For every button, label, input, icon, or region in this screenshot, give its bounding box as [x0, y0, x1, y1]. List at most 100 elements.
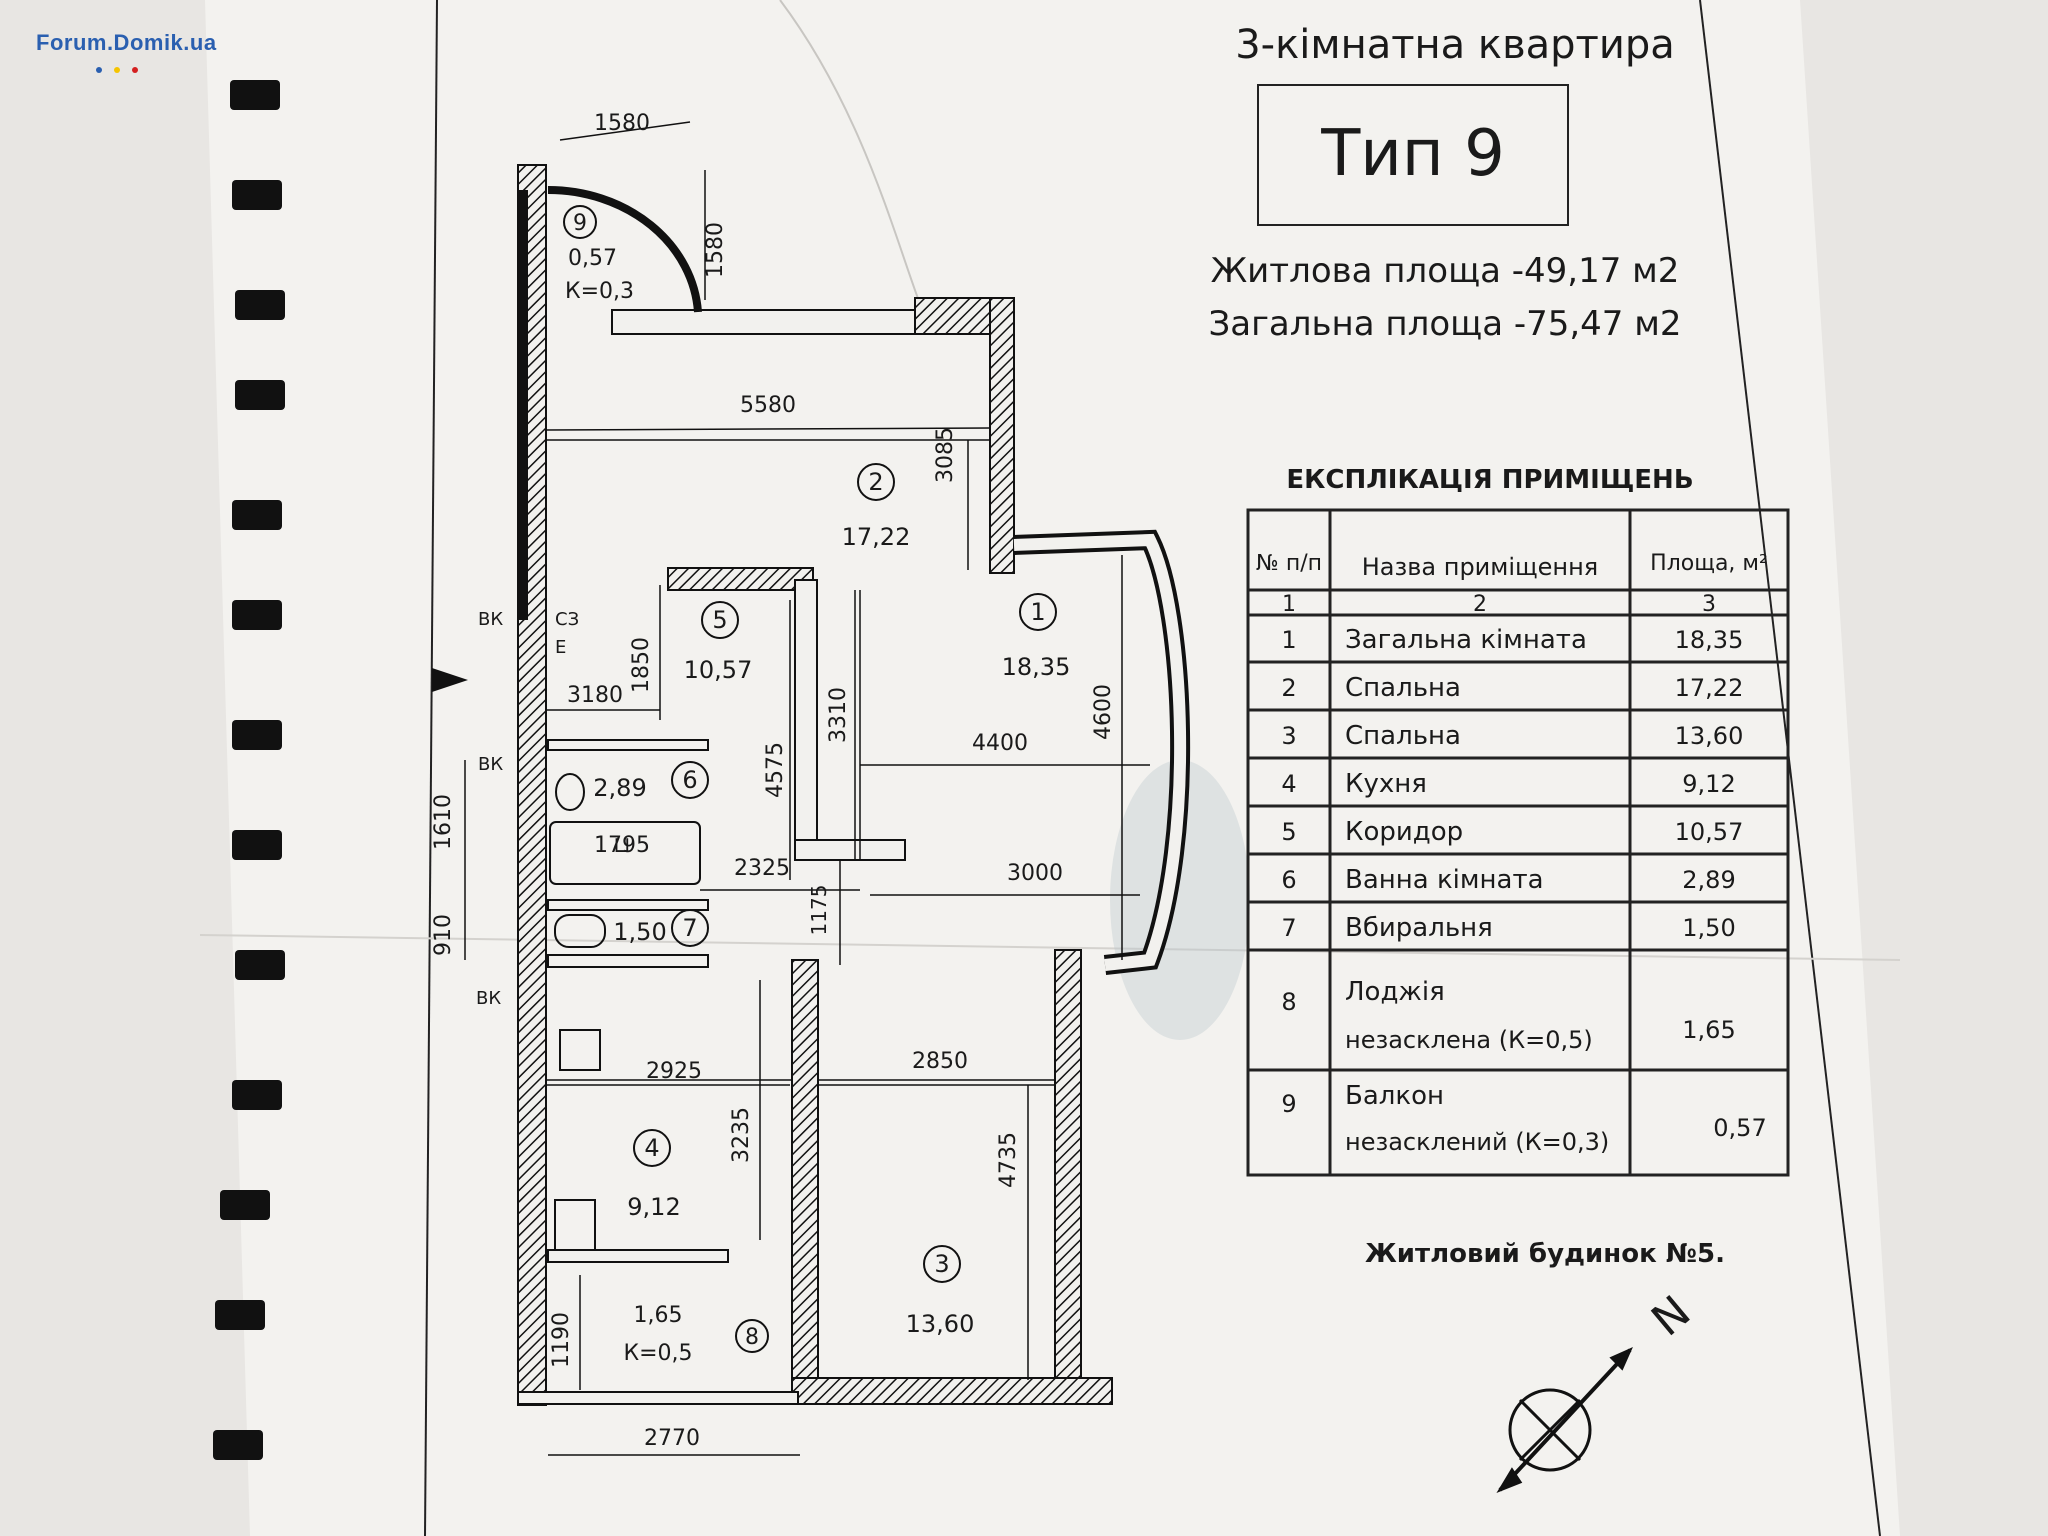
table-row: 8 Лоджія незасклена (К=0,5) 1,65: [1281, 977, 1735, 1054]
row-area: 13,60: [1675, 722, 1744, 750]
room-area: 13,60: [906, 1310, 975, 1338]
row-name: Балкон: [1345, 1081, 1444, 1111]
index-cell: 1: [1282, 592, 1296, 617]
dim-label: 5580: [740, 393, 796, 418]
row-name: Лоджія: [1345, 977, 1445, 1007]
row-name-line2: незасклений (К=0,3): [1345, 1128, 1609, 1156]
col-header-name: Назва приміщення: [1362, 553, 1598, 581]
watermark-logo: Forum.Domik.ua: [36, 30, 217, 55]
type-box: [1257, 84, 1569, 226]
table-row: 2 Спальна 17,22: [1281, 673, 1743, 703]
table-row: 9 Балкон незасклений (К=0,3) 0,57: [1281, 1081, 1766, 1156]
room-3: 3 13,60: [906, 1245, 975, 1338]
plan-tags: ВК СЗ Е ВК ВК: [476, 609, 579, 1009]
dim-label: 910: [431, 914, 456, 956]
room-4: 4 9,12: [627, 1129, 681, 1221]
room-number: 8: [745, 1325, 759, 1350]
room-6: 6 2,89: [593, 761, 709, 802]
room-number: 2: [868, 468, 883, 496]
row-name: Кухня: [1345, 769, 1427, 799]
index-cell: 3: [1702, 592, 1716, 617]
room-1: 1 18,35: [1002, 593, 1071, 681]
bathtub-icon: ⊔: [613, 833, 630, 858]
living-area: Житлова площа -49,17 м2: [1211, 251, 1680, 291]
watermark-dots: [96, 58, 156, 73]
table-row: 1 Загальна кімната 18,35: [1281, 625, 1743, 655]
dim-label: 2850: [912, 1049, 968, 1074]
table-row: 3 Спальна 13,60: [1281, 721, 1743, 751]
dimension-lines: [464, 121, 1150, 1456]
row-area: 1,50: [1682, 914, 1735, 942]
tag-label: Е: [555, 637, 566, 658]
room-number: 5: [712, 606, 727, 634]
dim-label: 1850: [629, 637, 654, 693]
room-9: 9 0,57 К=0,3: [563, 205, 634, 304]
dim-label: 3000: [1007, 861, 1063, 886]
dim-label: 4735: [996, 1132, 1021, 1188]
row-name: Спальна: [1345, 673, 1461, 703]
tag-label: ВК: [478, 609, 503, 630]
room-area: 1,50: [613, 918, 666, 946]
binding-spiral: [213, 80, 285, 1460]
row-name: Вбиральня: [1345, 913, 1493, 943]
tag-label: СЗ: [555, 609, 579, 630]
room-number: 9: [573, 211, 587, 236]
compass-icon: [1496, 1347, 1633, 1494]
row-name: Ванна кімната: [1345, 865, 1544, 895]
room-2: 2 17,22: [842, 463, 911, 551]
tag-label: ВК: [478, 754, 503, 775]
explication-table: [1246, 508, 1790, 1177]
dim-label: 2325: [734, 856, 790, 881]
col-header-num: № п/п: [1256, 551, 1322, 576]
dim-label: 2925: [646, 1059, 702, 1084]
row-name: Загальна кімната: [1345, 625, 1587, 655]
dimension-labels: 1580 1580 5580 3085 1850 3180 3310 4575 …: [431, 111, 1116, 1451]
room-5: 5 10,57: [684, 601, 753, 684]
room-number: 3: [934, 1250, 949, 1278]
table-row: 5 Коридор 10,57: [1281, 817, 1743, 847]
dim-label: 4600: [1091, 684, 1116, 740]
tag-label: ВК: [476, 988, 501, 1009]
row-num: 9: [1281, 1090, 1296, 1118]
dim-label: 4575: [763, 742, 788, 798]
dim-label: 1175: [807, 885, 831, 936]
dim-label: 2770: [644, 1426, 700, 1451]
dim-label: 1580: [703, 222, 728, 278]
dim-label: 3310: [826, 687, 851, 743]
room-area: 9,12: [627, 1193, 680, 1221]
row-num: 6: [1281, 866, 1296, 894]
plan-walls: [517, 164, 1191, 1406]
row-area: 18,35: [1675, 626, 1744, 654]
room-number: 6: [682, 766, 697, 794]
room-area: 1,65: [634, 1303, 683, 1328]
room-7: 7 1,50: [613, 909, 709, 947]
dim-label: 3180: [567, 683, 623, 708]
dim-label: 1795: [594, 833, 650, 858]
row-name: Спальна: [1345, 721, 1461, 751]
row-num: 5: [1281, 818, 1296, 846]
room-coefficient: К=0,5: [623, 1341, 692, 1366]
dim-label: 4400: [972, 731, 1028, 756]
dim-label: 1610: [431, 794, 456, 850]
row-num: 3: [1281, 722, 1296, 750]
paper-sheet: [205, 0, 1900, 1536]
row-name-line2: незасклена (К=0,5): [1345, 1026, 1593, 1054]
table-row: 4 Кухня 9,12: [1281, 769, 1735, 799]
table-row: 7 Вбиральня 1,50: [1281, 913, 1735, 943]
entrance-arrow-icon: [432, 668, 468, 692]
dim-label: 1190: [549, 1312, 574, 1368]
row-num: 4: [1281, 770, 1296, 798]
row-area: 2,89: [1682, 866, 1735, 894]
room-area: 0,57: [568, 246, 617, 271]
room-area: 18,35: [1002, 653, 1071, 681]
table-row: 6 Ванна кімната 2,89: [1281, 865, 1735, 895]
room-8: 8 1,65 К=0,5: [623, 1303, 769, 1366]
row-num: 7: [1281, 914, 1296, 942]
room-area: 17,22: [842, 523, 911, 551]
col-header-area: Площа, м²: [1650, 551, 1768, 576]
row-area: 9,12: [1682, 770, 1735, 798]
room-coefficient: К=0,3: [565, 279, 634, 304]
explication-title: ЕКСПЛІКАЦІЯ ПРИМІЩЕНЬ: [1286, 465, 1693, 495]
room-area: 10,57: [684, 656, 753, 684]
